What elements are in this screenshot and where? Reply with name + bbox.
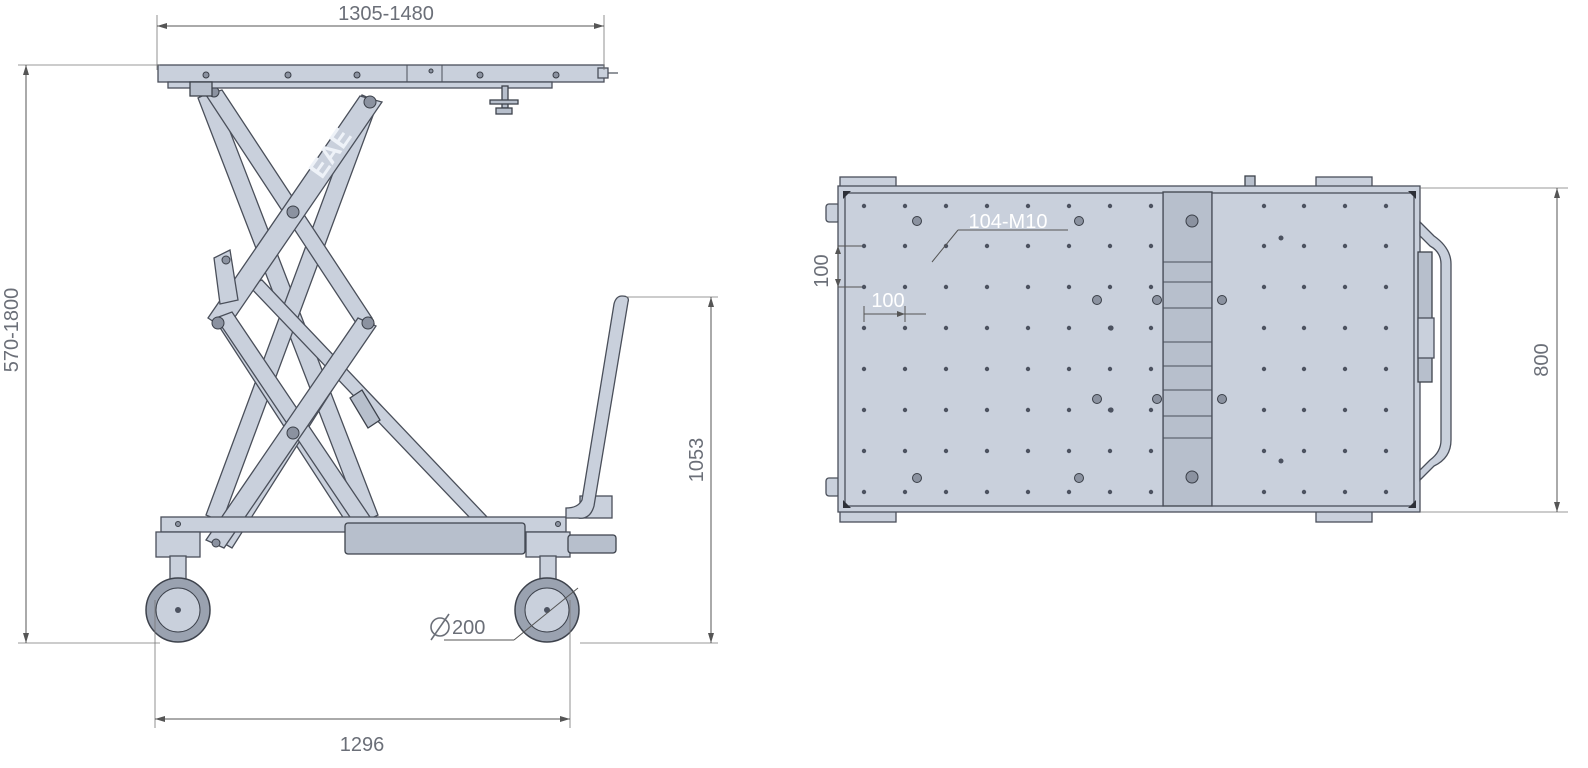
dim-hole-pitch-horizontal: 100 xyxy=(863,290,926,322)
dim-platform-width: 800 xyxy=(1420,187,1568,513)
dim-hole-pitch-vertical: 100 xyxy=(811,245,862,288)
left-table-plate xyxy=(844,192,1164,507)
right-hole-grid xyxy=(1261,203,1389,495)
left-hole-grid xyxy=(861,203,1154,495)
side-view: EAE xyxy=(1,3,718,756)
hole-pitch-horizontal-label: 100 xyxy=(871,290,904,312)
hole-pitch-vertical-label: 100 xyxy=(811,254,833,287)
dim-handle-height: 1053 xyxy=(580,296,718,644)
dim-wheel-diameter: 200 xyxy=(430,613,485,641)
threaded-holes-label: 104-M10 xyxy=(969,211,1048,233)
push-handle xyxy=(565,295,630,519)
top-view-handle xyxy=(1419,220,1452,482)
scissor-arms xyxy=(197,86,490,549)
wheel-diameter-label: 200 xyxy=(452,617,485,639)
mounting-bolts xyxy=(912,216,1227,483)
center-channel xyxy=(1162,191,1213,507)
wheelbase-label: 1296 xyxy=(340,734,385,756)
top-view: 100 100 104-M10 800 xyxy=(811,175,1568,523)
rear-caster xyxy=(444,555,580,643)
front-caster xyxy=(145,555,211,643)
threaded-holes-callout: 104-M10 xyxy=(931,211,1068,263)
lift-height-label: 570-1800 xyxy=(1,288,23,373)
dim-wheelbase: 1296 xyxy=(154,600,571,756)
platform-length-label: 1305-1480 xyxy=(338,3,434,25)
dim-lift-height: 570-1800 xyxy=(1,64,160,644)
handle-height-label: 1053 xyxy=(686,438,708,483)
top-platform xyxy=(157,64,618,115)
dim-platform-length: 1305-1480 xyxy=(156,3,605,70)
right-table-plate xyxy=(1211,192,1415,507)
platform-width-label: 800 xyxy=(1531,343,1553,376)
